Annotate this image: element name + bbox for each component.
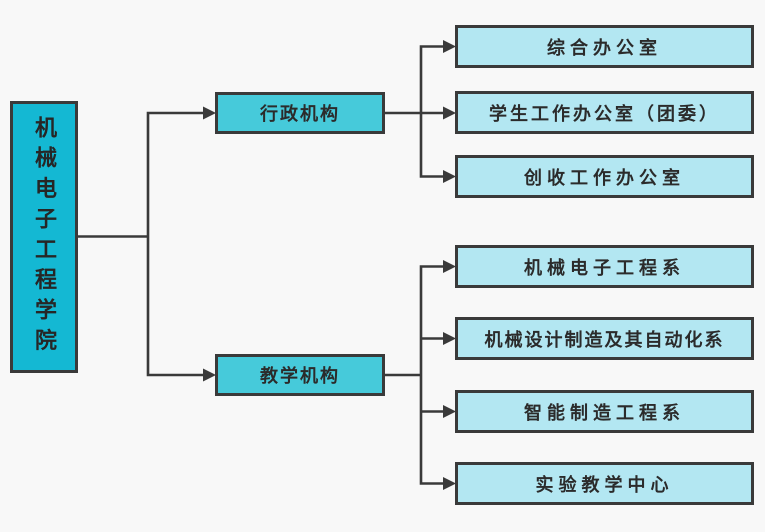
connector-teach-spine <box>419 265 444 485</box>
connector-spine-left <box>146 111 204 377</box>
node-experimental-teaching-center: 实验教学中心 <box>455 462 754 505</box>
node-mechatronics-dept-label: 机械电子工程系 <box>524 257 685 278</box>
node-college-root: 机械电子工程学院 <box>10 101 78 373</box>
node-branch-teaching: 教学机构 <box>215 354 385 396</box>
node-mech-design-dept-label: 机械设计制造及其自动化系 <box>484 329 725 350</box>
node-intelligent-mfg-dept-label: 智能制造工程系 <box>524 402 685 423</box>
node-experimental-teaching-center-label: 实验教学中心 <box>535 474 674 495</box>
connector-admin-spine <box>419 45 444 178</box>
node-student-affairs-office: 学生工作办公室（团委） <box>455 91 754 134</box>
node-mechatronics-dept: 机械电子工程系 <box>455 245 754 288</box>
node-mech-design-dept: 机械设计制造及其自动化系 <box>455 317 754 360</box>
node-intelligent-mfg-dept: 智能制造工程系 <box>455 390 754 433</box>
node-branch-administrative-label: 行政机构 <box>260 104 340 124</box>
node-student-affairs-office-label: 学生工作办公室（团委） <box>489 103 720 124</box>
node-revenue-office-label: 创收工作办公室 <box>524 167 685 188</box>
node-branch-teaching-label: 教学机构 <box>260 366 340 386</box>
node-general-office-label: 综合办公室 <box>547 37 662 58</box>
node-revenue-office: 创收工作办公室 <box>455 155 754 198</box>
node-branch-administrative: 行政机构 <box>215 92 385 134</box>
node-general-office: 综合办公室 <box>455 25 754 68</box>
node-college-root-label: 机械电子工程学院 <box>32 115 57 359</box>
